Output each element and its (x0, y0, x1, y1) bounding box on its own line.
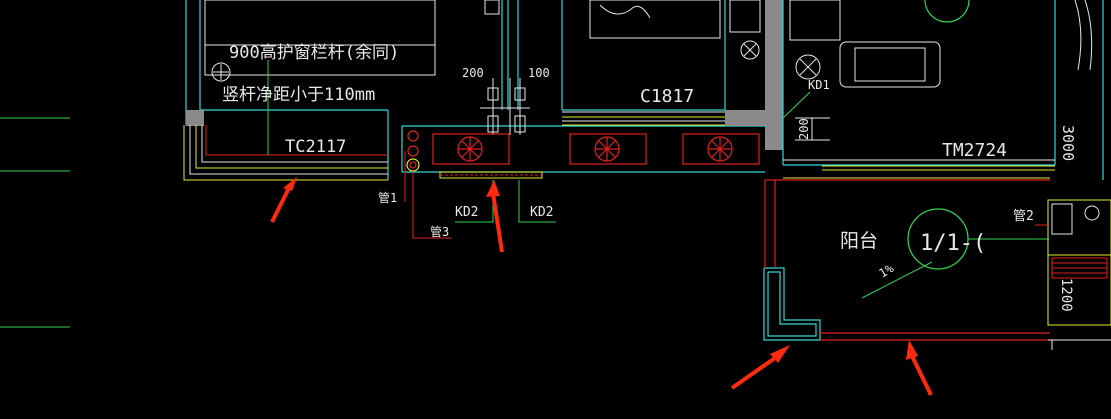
annotation-arrows (270, 177, 933, 396)
window-c1817-lines (562, 111, 725, 126)
kd1-leader (782, 91, 811, 119)
circle-top-right (924, 0, 970, 23)
door-jamb-fixture (484, 0, 526, 133)
section-mark-label: 1/1-( (920, 231, 986, 256)
dimension-1200-label: 1200 (1058, 278, 1074, 312)
sofa-furniture (789, 0, 1093, 88)
pipe-2-label: 管2 (1013, 209, 1034, 224)
window-tc2117-label: TC2117 (285, 137, 346, 157)
center-walls (401, 0, 765, 173)
dimension-lines-top (480, 78, 530, 135)
window-c1817-label: C1817 (640, 86, 694, 107)
wall-column-center (725, 110, 765, 126)
arrow-2 (486, 180, 504, 253)
bed-furniture (589, 0, 761, 60)
pipe-1-label: 管1 (378, 190, 397, 205)
balcony-label: 阳台 (840, 230, 878, 252)
left-room-walls (185, 0, 389, 180)
hatched-sill (439, 171, 543, 179)
dimension-200-vertical (795, 117, 830, 141)
door-tm2724-label: TM2724 (942, 140, 1007, 161)
kd1-label: KD1 (808, 78, 830, 92)
wall-column-left (186, 110, 204, 126)
railing-note-line-2: 竖杆净距小于110mm (222, 85, 375, 105)
ac-units (432, 133, 760, 165)
dimension-200-label: 200 (462, 66, 484, 80)
balcony-outline (764, 179, 1050, 341)
door-tm2724-lines (783, 159, 1055, 171)
kd2-label-b: KD2 (530, 205, 553, 220)
furniture-outline-left (204, 0, 436, 82)
pipe-circles (406, 130, 420, 172)
wall-column-right-top (765, 0, 783, 150)
arrow-4 (906, 340, 933, 396)
dimension-200-vertical-label: 200 (797, 118, 811, 140)
dimension-3000-label: 3000 (1059, 125, 1077, 161)
right-walls (763, 0, 1104, 341)
pipe-3-label: 管3 (430, 224, 449, 239)
window-tc2117-lines (183, 125, 388, 181)
slope-leader (861, 261, 933, 299)
arrow-3 (730, 345, 790, 390)
slope-label: 1% (877, 261, 897, 281)
leader-lines-center (404, 151, 556, 239)
left-edge-lines (0, 117, 70, 328)
kd2-label-a: KD2 (455, 205, 478, 220)
dimension-100-label: 100 (528, 66, 550, 80)
railing-note-line-1: 900高护窗栏杆(余同) (229, 43, 399, 63)
arrow-1 (270, 177, 297, 223)
right-edge-equipment (1035, 199, 1111, 350)
